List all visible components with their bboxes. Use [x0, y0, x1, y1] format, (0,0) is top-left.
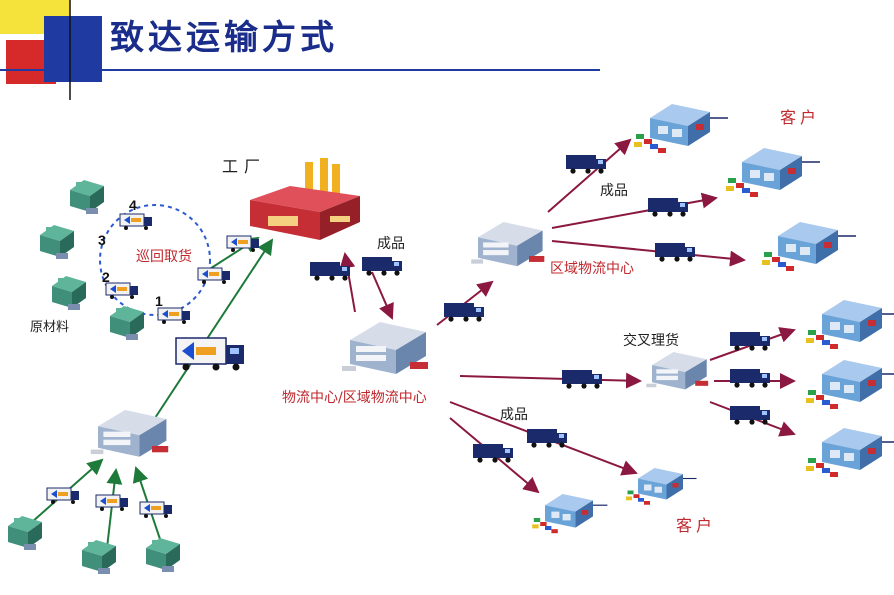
label-finished-goods-top: 成品: [377, 236, 405, 252]
label-finished-goods-bottom: 成品: [500, 407, 528, 423]
main-dc-icon: [342, 322, 428, 374]
regional-dc-icon: [471, 222, 545, 267]
label-milk-run: 巡回取货: [136, 249, 192, 265]
label-finished-goods-right: 成品: [600, 183, 628, 199]
factory-building: [250, 158, 360, 240]
cross-dock-icon: [646, 352, 709, 390]
supplier-icons: [8, 180, 180, 574]
milk-run-stop-2: 2: [102, 269, 110, 285]
milk-run-stop-3: 3: [98, 232, 106, 248]
milk-run-stop-4: 4: [129, 197, 137, 213]
milk-run-loop: [99, 204, 211, 316]
label-customer-top: 客户: [780, 108, 821, 127]
label-main-dc: 物流中心/区域物流中心: [282, 390, 427, 406]
label-raw-material: 原材料: [30, 320, 70, 335]
main-truck-icon: [175, 337, 244, 371]
label-factory: 工厂: [222, 157, 267, 176]
milk-run-stop-numbers: 4 3 2 1: [98, 197, 163, 309]
milk-run-stop-1: 1: [155, 293, 163, 309]
page-title: 致达运输方式: [110, 18, 338, 58]
title-deco-blue: [44, 16, 102, 82]
distribution-arrows: [339, 138, 796, 494]
inbound-dc-icon: [90, 410, 169, 457]
label-cross-dock: 交叉理货: [623, 333, 679, 349]
label-regional-dc: 区域物流中心: [550, 261, 634, 277]
label-customer-bottom: 客户: [676, 516, 717, 535]
